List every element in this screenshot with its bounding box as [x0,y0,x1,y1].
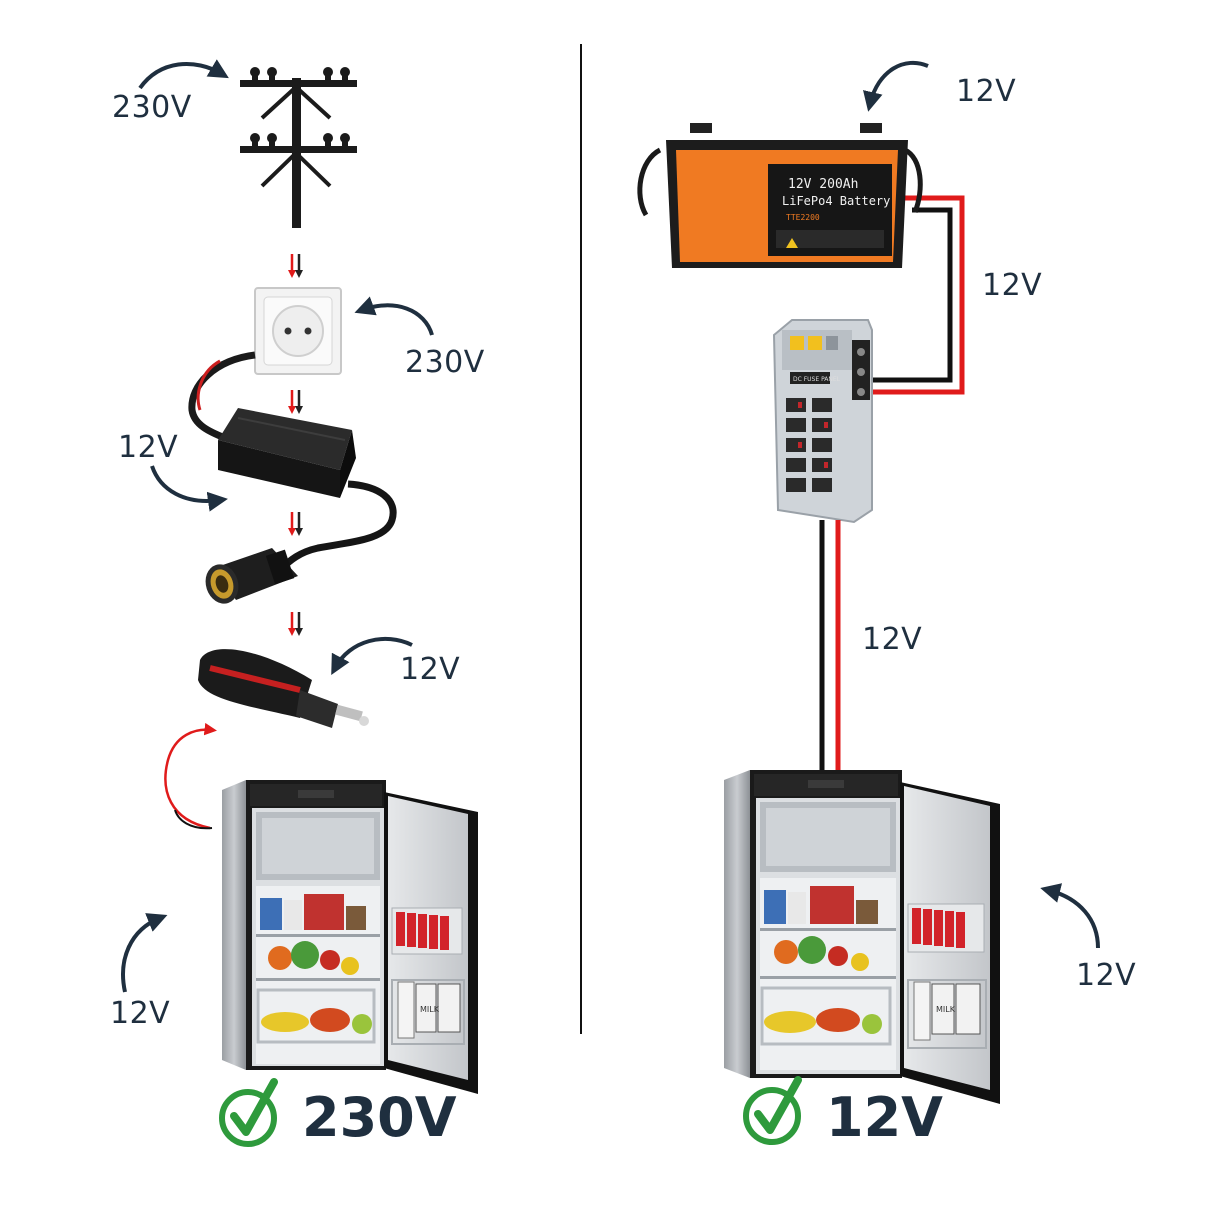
arrow-icon [863,60,929,112]
arrow-icon [121,913,168,993]
arrow-icon [138,59,229,90]
battery-cable-voltage-label: 12V [982,268,1043,303]
wall-socket-icon [254,287,342,375]
connection-arrow-red [164,722,217,830]
left-fridge-icon: MILK [222,780,478,1094]
adapter-output-cable [277,480,397,573]
power-pole-icon [240,67,357,228]
left-fridge-voltage-label: 12V [110,996,171,1031]
right-fridge-icon: MILK [724,770,1000,1104]
socket-voltage-label: 230V [405,345,485,380]
12v-plug-icon [198,649,369,728]
adapter-voltage-label: 12V [118,430,179,465]
battery-wires [872,195,965,395]
right-result-voltage: 12V [826,1086,943,1149]
battery-voltage-label: 12V [956,74,1017,109]
fuse-cable-voltage-label: 12V [862,622,923,657]
cigarette-socket-icon [205,548,298,604]
right-fridge-voltage-label: 12V [1076,958,1137,993]
arrow-icon [331,636,413,676]
arrow-icon [150,465,228,512]
lifepo4-battery-icon: 12V 200Ah LiFePo4 Battery TTE2200 [637,123,923,268]
power-adapter-icon [218,408,356,498]
down-arrows [288,254,303,636]
milk-label: MILK [936,1005,956,1014]
fuse-box-icon: DC FUSE PANEL [772,319,873,524]
left-result-voltage: 230V [302,1086,457,1149]
check-icon [219,1078,278,1147]
milk-label: MILK [420,1005,440,1014]
arrow-icon [354,296,434,336]
battery-model: TTE2200 [786,213,820,222]
fridge-wires [819,520,841,770]
battery-spec-line1: 12V 200Ah [788,177,858,192]
plug-voltage-label: 12V [400,652,461,687]
adapter-input-cable [188,351,256,442]
arrow-icon [1040,883,1100,949]
fusebox-label: DC FUSE PANEL [793,376,841,383]
check-icon [743,1076,802,1145]
battery-spec-line2: LiFePo4 Battery [782,194,890,208]
divider-line [580,44,582,1034]
pole-voltage-label: 230V [112,90,192,125]
